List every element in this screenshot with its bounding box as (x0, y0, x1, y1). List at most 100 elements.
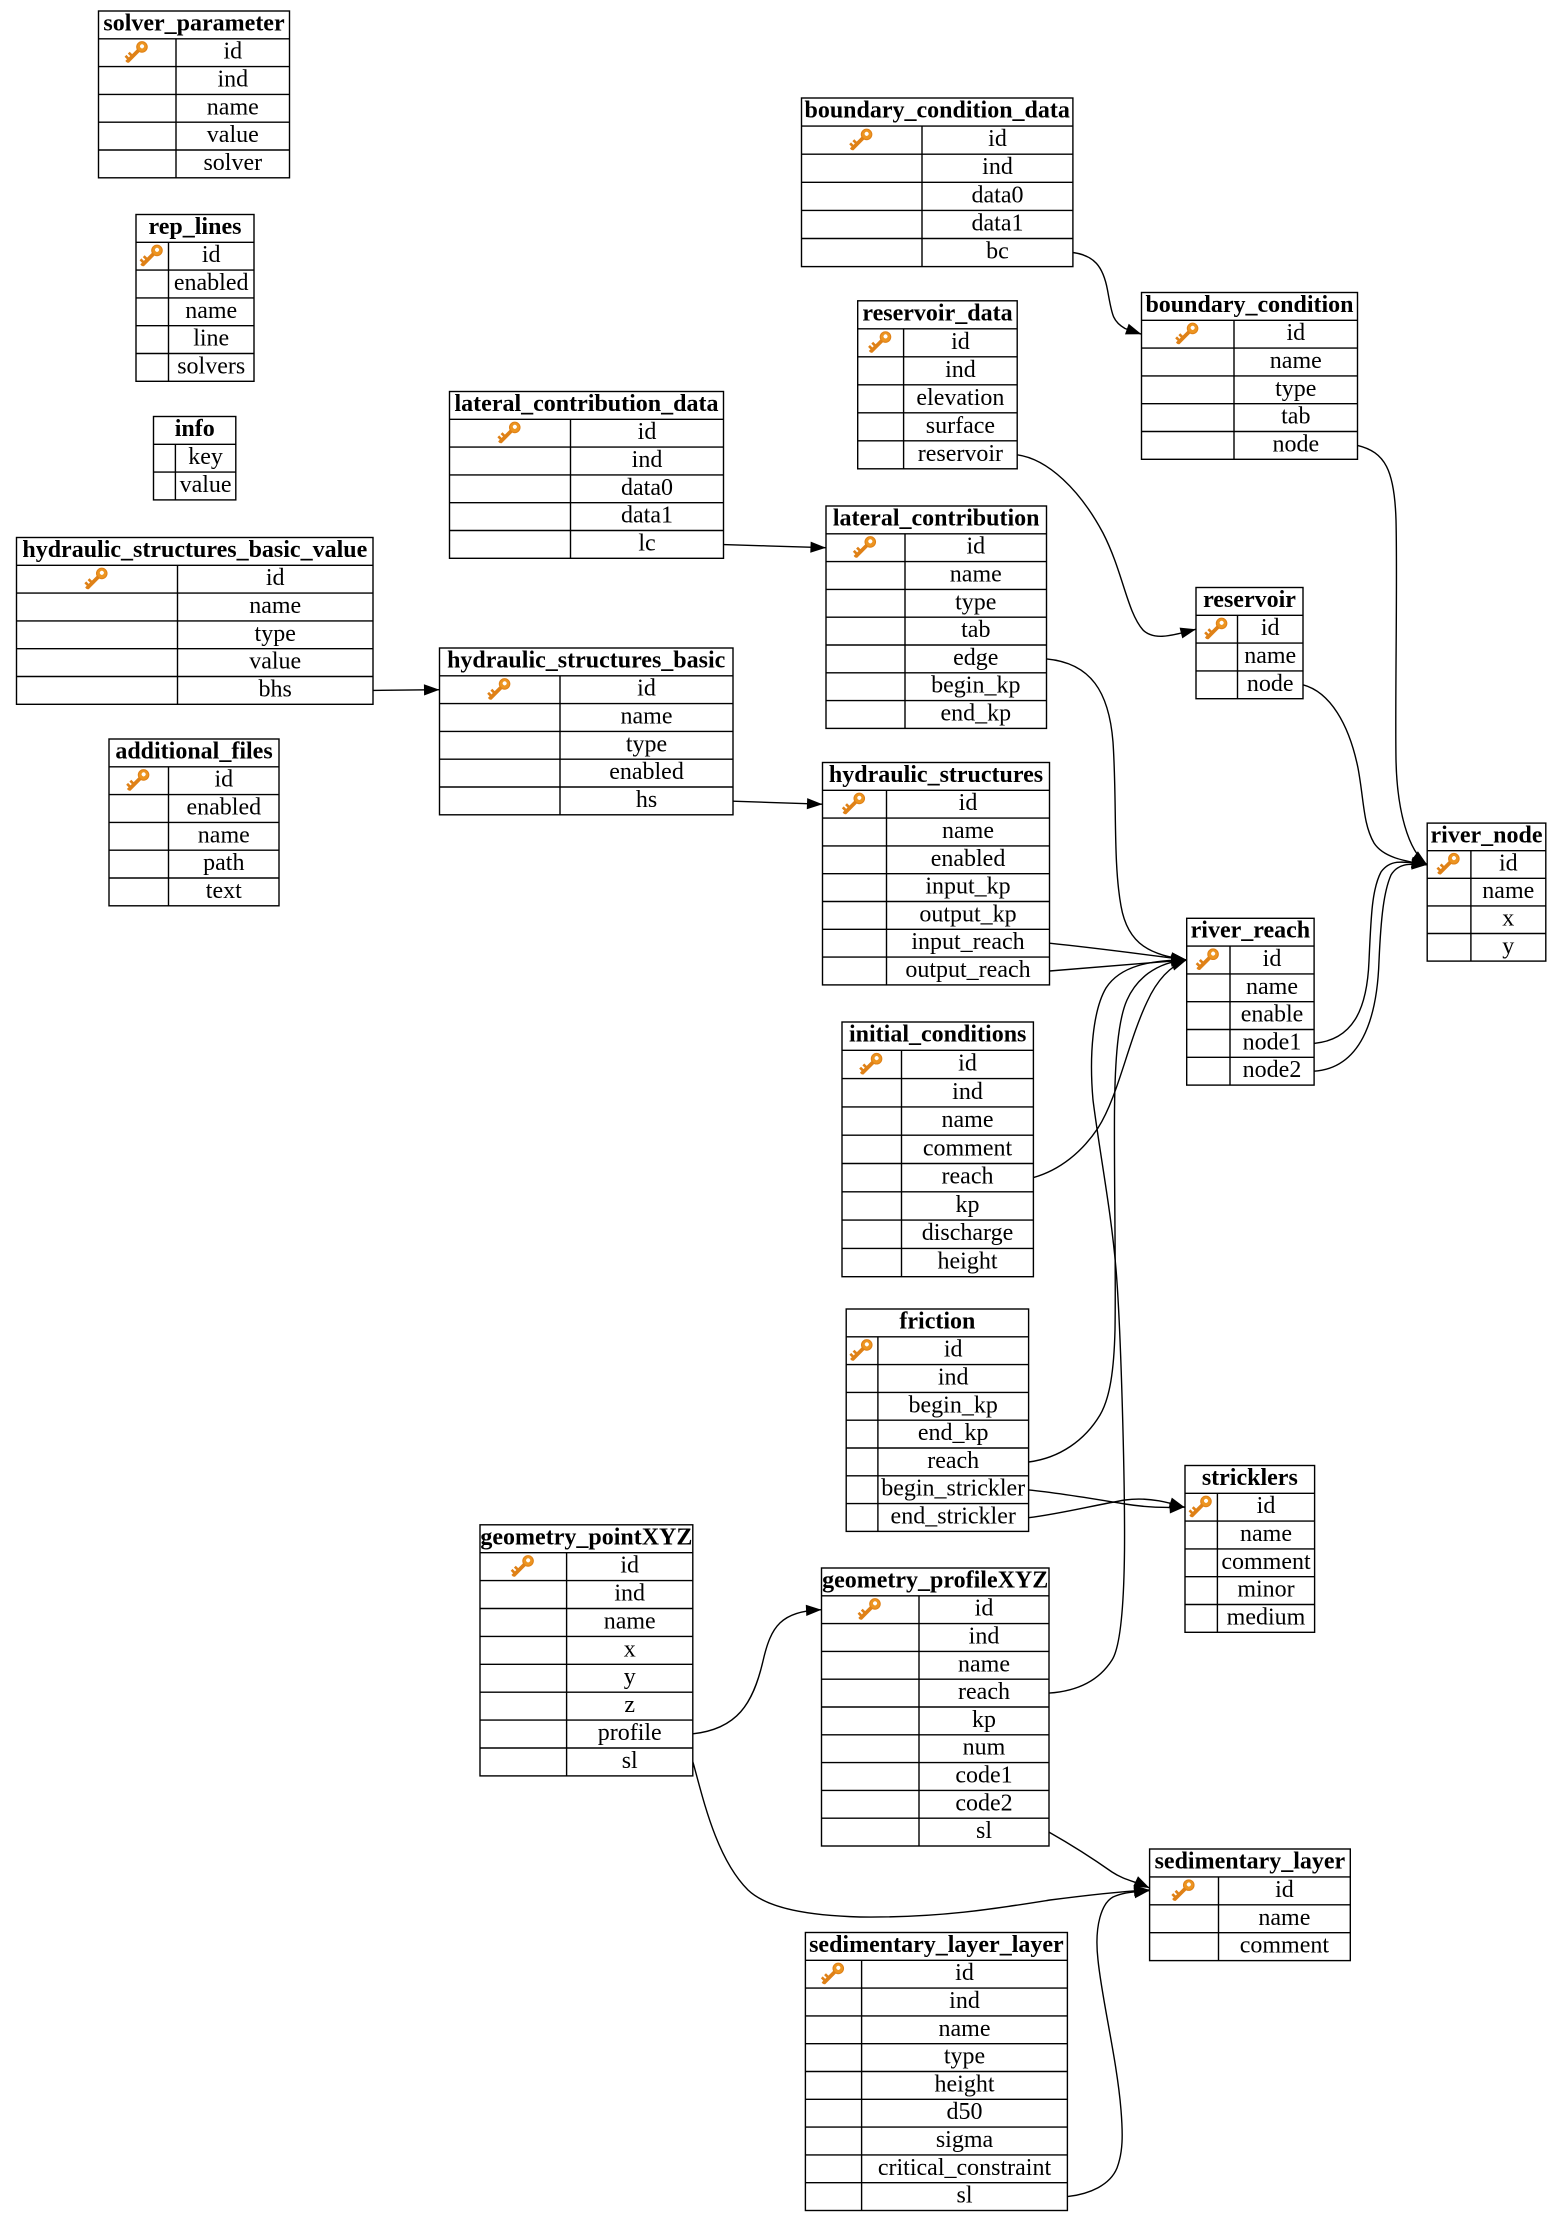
svg-text:node2: node2 (1243, 1057, 1302, 1083)
svg-text:sedimentary_layer_layer: sedimentary_layer_layer (809, 1932, 1064, 1958)
svg-text:reach: reach (942, 1164, 994, 1190)
svg-text:name: name (950, 562, 1002, 588)
svg-text:ind: ind (938, 1365, 969, 1391)
svg-text:end_strickler: end_strickler (891, 1504, 1016, 1530)
svg-text:id: id (988, 126, 1007, 152)
svg-text:ind: ind (945, 357, 976, 383)
svg-text:stricklers: stricklers (1202, 1465, 1298, 1491)
svg-text:info: info (175, 416, 215, 442)
svg-text:line: line (193, 326, 229, 352)
svg-text:id: id (202, 242, 221, 268)
svg-text:medium: medium (1227, 1604, 1306, 1630)
svg-text:node1: node1 (1243, 1029, 1302, 1055)
svg-text:ind: ind (949, 1988, 980, 2014)
svg-text:enabled: enabled (174, 270, 249, 296)
svg-text:num: num (963, 1735, 1006, 1761)
svg-text:begin_strickler: begin_strickler (881, 1476, 1025, 1502)
svg-text:x: x (1502, 906, 1514, 932)
svg-text:data0: data0 (972, 182, 1024, 208)
svg-text:lateral_contribution_data: lateral_contribution_data (455, 391, 719, 417)
svg-text:solver: solver (203, 150, 262, 176)
svg-text:reservoir: reservoir (918, 441, 1003, 467)
svg-text:hydraulic_structures_basic: hydraulic_structures_basic (447, 647, 726, 673)
svg-text:output_kp: output_kp (919, 901, 1016, 927)
svg-text:id: id (955, 1960, 974, 1986)
svg-text:begin_kp: begin_kp (931, 673, 1020, 699)
svg-text:id: id (1499, 851, 1518, 877)
svg-text:name: name (1482, 878, 1534, 904)
svg-text:lc: lc (638, 530, 655, 556)
svg-text:type: type (1275, 376, 1316, 402)
svg-text:kp: kp (956, 1192, 980, 1218)
svg-text:name: name (942, 1107, 994, 1133)
svg-text:initial_conditions: initial_conditions (849, 1022, 1026, 1048)
svg-text:value: value (249, 649, 301, 675)
svg-text:sl: sl (956, 2183, 972, 2209)
svg-text:name: name (1244, 643, 1296, 669)
svg-text:hydraulic_structures_basic_val: hydraulic_structures_basic_value (22, 537, 367, 563)
svg-text:enabled: enabled (609, 759, 684, 785)
svg-text:type: type (944, 2044, 985, 2070)
svg-text:name: name (207, 94, 259, 120)
svg-text:type: type (255, 621, 296, 647)
svg-text:enable: enable (1241, 1002, 1304, 1028)
svg-text:friction: friction (899, 1308, 975, 1334)
svg-text:ind: ind (969, 1624, 1000, 1650)
svg-text:minor: minor (1237, 1577, 1294, 1603)
svg-text:hydraulic_structures: hydraulic_structures (829, 762, 1043, 788)
svg-text:name: name (958, 1651, 1010, 1677)
svg-text:name: name (185, 298, 237, 324)
svg-text:lateral_contribution: lateral_contribution (833, 505, 1040, 531)
svg-text:data1: data1 (621, 503, 673, 529)
svg-text:additional_files: additional_files (115, 738, 272, 764)
svg-text:reach: reach (927, 1448, 979, 1474)
svg-text:id: id (620, 1553, 639, 1579)
svg-text:id: id (266, 565, 285, 591)
svg-text:geometry_pointXYZ: geometry_pointXYZ (480, 1524, 692, 1550)
svg-text:id: id (1275, 1877, 1294, 1903)
svg-text:critical_constraint: critical_constraint (878, 2155, 1052, 2181)
svg-text:sl: sl (622, 1748, 638, 1774)
svg-text:comment: comment (1240, 1933, 1330, 1959)
svg-text:profile: profile (598, 1720, 662, 1746)
svg-text:hs: hs (636, 787, 657, 813)
svg-text:bhs: bhs (259, 676, 292, 702)
svg-text:height: height (938, 1249, 998, 1275)
svg-text:ind: ind (614, 1581, 645, 1607)
svg-text:id: id (959, 790, 978, 816)
svg-text:name: name (604, 1609, 656, 1635)
svg-text:ind: ind (982, 154, 1013, 180)
svg-text:id: id (637, 676, 656, 702)
svg-text:comment: comment (1221, 1549, 1311, 1575)
svg-text:name: name (1246, 974, 1298, 1000)
svg-text:input_kp: input_kp (925, 874, 1010, 900)
svg-text:id: id (1286, 320, 1305, 346)
svg-text:begin_kp: begin_kp (909, 1392, 998, 1418)
svg-text:reach: reach (958, 1679, 1010, 1705)
svg-text:comment: comment (923, 1135, 1013, 1161)
svg-text:end_kp: end_kp (940, 701, 1011, 727)
svg-text:text: text (206, 878, 242, 904)
svg-text:id: id (1263, 946, 1282, 972)
svg-text:name: name (1258, 1905, 1310, 1931)
svg-text:sl: sl (976, 1818, 992, 1844)
svg-text:code1: code1 (955, 1763, 1012, 1789)
svg-text:d50: d50 (947, 2099, 983, 2125)
svg-text:path: path (203, 850, 244, 876)
svg-text:end_kp: end_kp (918, 1420, 989, 1446)
svg-text:ind: ind (632, 447, 663, 473)
svg-text:solver_parameter: solver_parameter (103, 10, 285, 36)
svg-text:code2: code2 (955, 1790, 1012, 1816)
svg-text:id: id (966, 534, 985, 560)
svg-text:y: y (1502, 933, 1514, 959)
svg-text:type: type (626, 731, 667, 757)
svg-text:value: value (180, 472, 232, 498)
svg-text:name: name (1270, 348, 1322, 374)
svg-text:id: id (1261, 615, 1280, 641)
svg-text:sedimentary_layer: sedimentary_layer (1155, 1849, 1346, 1875)
svg-text:value: value (207, 122, 259, 148)
svg-text:tab: tab (961, 617, 990, 643)
svg-text:id: id (975, 1596, 994, 1622)
svg-text:rep_lines: rep_lines (149, 214, 242, 240)
svg-text:discharge: discharge (922, 1220, 1014, 1246)
